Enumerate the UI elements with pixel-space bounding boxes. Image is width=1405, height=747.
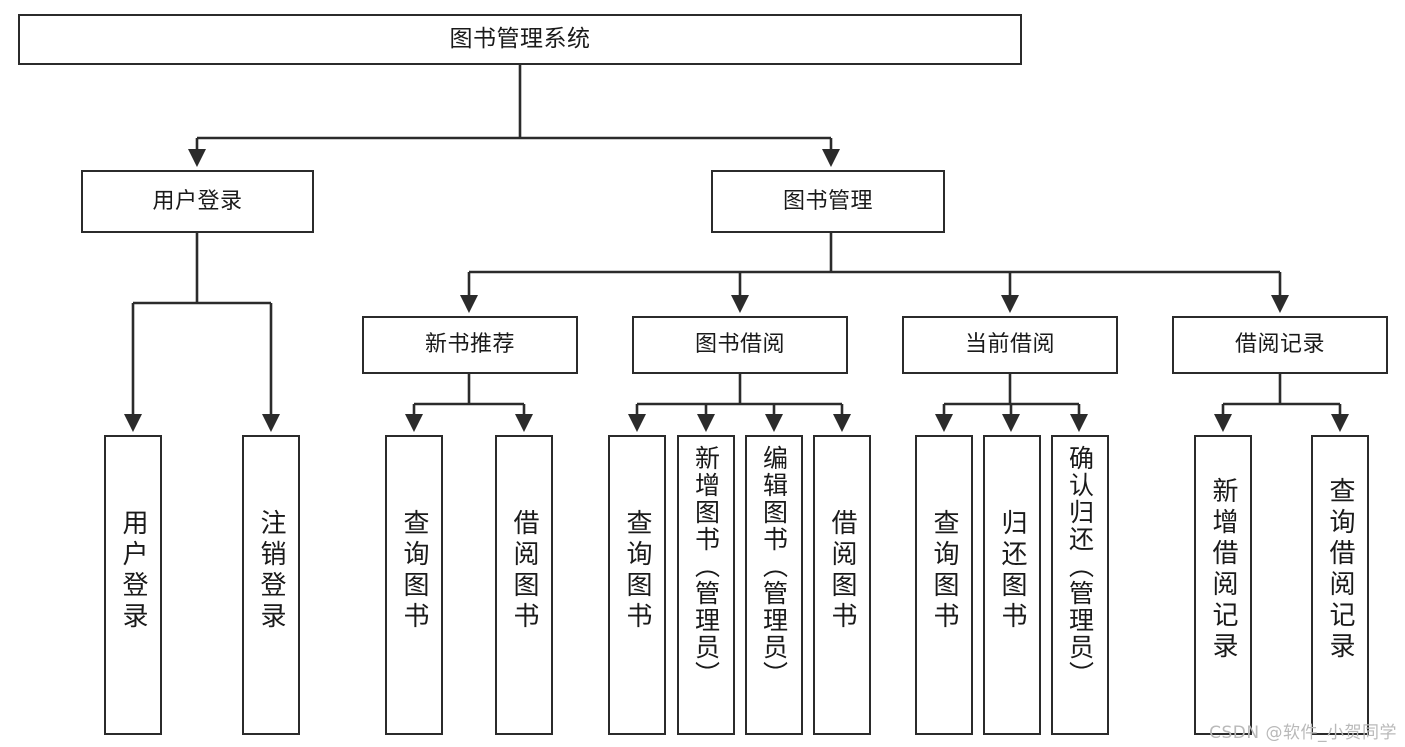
node-label: 借阅图书 [509, 509, 539, 633]
node-label: 图书借阅 [694, 332, 785, 358]
node-label: 查询图书 [399, 509, 429, 633]
node-label: 用户登录 [152, 188, 243, 214]
node-book-management[interactable]: 图书管理 [711, 170, 945, 233]
node-current-borrow[interactable]: 当前借阅 [902, 316, 1118, 374]
node-label: 确认归还（管理员） [1065, 445, 1095, 688]
node-label: 编辑图书（管理员） [759, 445, 789, 688]
node-root-book-management-system[interactable]: 图书管理系统 [18, 14, 1022, 65]
node-user-login[interactable]: 用户登录 [81, 170, 314, 233]
node-book-borrow[interactable]: 图书借阅 [632, 316, 848, 374]
node-label: 借阅记录 [1234, 332, 1325, 358]
node-label: 借阅图书 [827, 509, 857, 633]
node-label: 新增图书（管理员） [691, 445, 721, 688]
node-label: 查询图书 [622, 509, 652, 633]
node-label: 新增借阅记录 [1208, 477, 1238, 663]
leaf-book-borrow-edit-book[interactable]: 编辑图书（管理员） [745, 435, 803, 735]
leaf-user-login-login[interactable]: 用户登录 [104, 435, 162, 735]
leaf-borrow-record-query-record[interactable]: 查询借阅记录 [1311, 435, 1369, 735]
node-label: 当前借阅 [964, 332, 1055, 358]
node-label: 图书管理系统 [449, 26, 591, 53]
node-label: 查询图书 [929, 509, 959, 633]
leaf-new-book-query-book[interactable]: 查询图书 [385, 435, 443, 735]
leaf-book-borrow-add-book[interactable]: 新增图书（管理员） [677, 435, 735, 735]
leaf-user-login-logout[interactable]: 注销登录 [242, 435, 300, 735]
node-new-book-recommend[interactable]: 新书推荐 [362, 316, 578, 374]
leaf-current-borrow-return-book[interactable]: 归还图书 [983, 435, 1041, 735]
node-label: 图书管理 [782, 188, 873, 214]
leaf-current-borrow-confirm-return[interactable]: 确认归还（管理员） [1051, 435, 1109, 735]
node-label: 查询借阅记录 [1325, 477, 1355, 663]
leaf-book-borrow-query-book[interactable]: 查询图书 [608, 435, 666, 735]
leaf-borrow-record-add-record[interactable]: 新增借阅记录 [1194, 435, 1252, 735]
leaf-current-borrow-query-book[interactable]: 查询图书 [915, 435, 973, 735]
leaf-book-borrow-borrow-book[interactable]: 借阅图书 [813, 435, 871, 735]
leaf-new-book-borrow-book[interactable]: 借阅图书 [495, 435, 553, 735]
node-label: 注销登录 [256, 509, 286, 633]
node-borrow-record[interactable]: 借阅记录 [1172, 316, 1388, 374]
node-label: 用户登录 [118, 509, 148, 633]
node-label: 新书推荐 [424, 332, 515, 358]
csdn-watermark: CSDN @软件_小贺同学 [1209, 723, 1397, 743]
node-label: 归还图书 [997, 509, 1027, 633]
